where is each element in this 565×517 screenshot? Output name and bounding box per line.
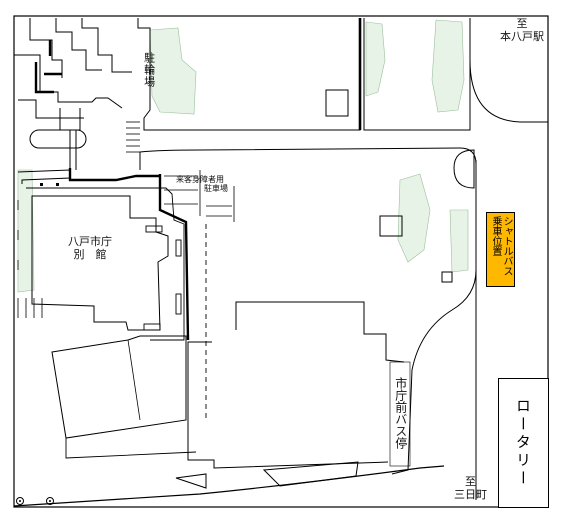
shuttle-label-line1: シャトルバス [501, 216, 512, 276]
west-parking-stalls [17, 200, 43, 318]
green-areas [17, 19, 469, 293]
south-ledge-west [65, 438, 197, 459]
shuttle-label-line2: 乗車位置 [490, 216, 501, 256]
direction-north-line2: 本八戸駅 [500, 29, 544, 43]
direction-north-line1: 至 [516, 17, 528, 30]
center-structure [379, 215, 403, 237]
bicycle-parking-label: 駐輪場 [142, 52, 156, 88]
bus-stop-shelter [389, 361, 411, 467]
north-road-curve [469, 18, 548, 123]
stair-steps [126, 121, 140, 153]
annex-building-label: 八戸市庁 別 館 [68, 235, 112, 261]
roundabout-pill [29, 129, 87, 149]
north-block-outline [363, 18, 471, 131]
reserved-parking-line2: 駐車場 [204, 184, 228, 194]
entrance-arc [453, 149, 475, 189]
direction-south-label: 至 三日町 [454, 475, 487, 501]
marker-circle-icon [16, 497, 24, 505]
map-frame [13, 15, 549, 508]
city-hall-outline [235, 301, 405, 363]
small-structure [325, 89, 349, 117]
annex-label-line2: 別 館 [73, 247, 107, 261]
shuttle-bus-stop-marker: シャトルバス 乗車位置 [486, 212, 515, 287]
city-hall-lower [187, 341, 389, 469]
marker-circle-icon [46, 497, 54, 505]
annex-markers [40, 183, 59, 186]
south-wedge-west [175, 473, 207, 489]
reserved-stall-lines [164, 170, 235, 222]
main-road-east-edge [420, 300, 498, 500]
direction-south-line2: 三日町 [454, 487, 487, 501]
reserved-parking-line1: 来客身障者用 [176, 175, 224, 184]
small-kiosk [441, 271, 453, 283]
roads-top-left [14, 18, 132, 170]
main-road-south-edge [13, 465, 445, 507]
rotary-area: ロータリー [498, 378, 549, 508]
south-building-west [51, 335, 187, 439]
bicycle-parking-outline [137, 18, 361, 131]
bus-stop-label: 市庁前バス停 [393, 377, 408, 449]
rotary-label: ロータリー [514, 398, 532, 488]
annex-label-line1: 八戸市庁 [68, 235, 112, 248]
south-building-divider [127, 339, 141, 421]
reserved-parking-label: 来客身障者用 駐車場 [172, 175, 228, 193]
annex-building [31, 195, 169, 331]
annex-inner-wall [26, 187, 185, 341]
direction-north-label: 至 本八戸駅 [500, 17, 544, 43]
direction-south-line1: 至 [465, 475, 476, 488]
annex-pillars [143, 225, 182, 331]
annex-lot-outline [17, 169, 71, 184]
